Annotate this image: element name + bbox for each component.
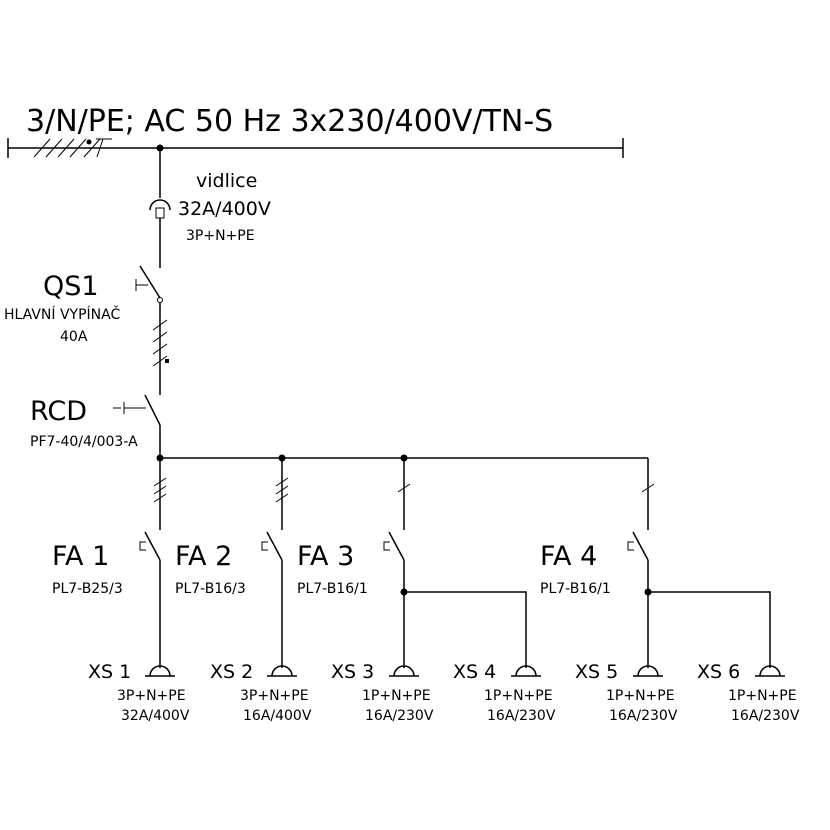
plug-name: vidlice	[196, 170, 257, 192]
breaker-fa1-symbol	[139, 531, 161, 668]
socket-xs4-rating: 16A/230V	[487, 708, 556, 724]
socket-xs1-symbol	[145, 665, 175, 677]
socket-xs2-designation: XS 2	[210, 661, 253, 683]
rcd-designation: RCD	[30, 396, 87, 427]
socket-xs6-poles: 1P+N+PE	[728, 688, 797, 704]
main-switch-rating: 40A	[60, 329, 88, 345]
breaker-fa3-designation: FA 3	[297, 541, 354, 572]
socket-xs6-symbol	[755, 665, 785, 677]
supply-label: 3/N/PE; AC 50 Hz 3x230/400V/TN-S	[26, 104, 553, 139]
socket-xs4-symbol	[511, 665, 541, 677]
feeder-4-line	[641, 458, 655, 530]
main-switch-designation: QS1	[43, 271, 99, 302]
socket-xs3-symbol	[389, 665, 419, 677]
socket-xs2-rating: 16A/400V	[243, 708, 312, 724]
breaker-fa4-symbol	[627, 531, 771, 668]
socket-xs3-rating: 16A/230V	[365, 708, 434, 724]
main-switch-symbol	[135, 260, 169, 395]
distribution-bus	[156, 454, 648, 462]
breaker-fa2-type: PL7-B16/3	[175, 581, 246, 597]
socket-xs1-designation: XS 1	[88, 661, 131, 683]
socket-xs2-poles: 3P+N+PE	[240, 688, 309, 704]
socket-xs6-rating: 16A/230V	[731, 708, 800, 724]
feeder-3-line	[397, 458, 411, 530]
rcd-type: PF7-40/4/003-A	[30, 434, 138, 450]
rcd-symbol	[113, 394, 161, 458]
socket-xs5-rating: 16A/230V	[609, 708, 678, 724]
breaker-fa1-designation: FA 1	[52, 541, 109, 572]
breaker-fa4-designation: FA 4	[540, 541, 597, 572]
socket-xs3-poles: 1P+N+PE	[362, 688, 431, 704]
socket-xs5-symbol	[633, 665, 663, 677]
supply-conductor-marks	[33, 138, 112, 158]
socket-xs1-poles: 3P+N+PE	[117, 688, 186, 704]
plug-rating: 32A/400V	[178, 198, 271, 220]
feeder-1-line	[153, 458, 167, 530]
supply-busbar	[7, 138, 624, 158]
socket-xs1-rating: 32A/400V	[121, 708, 190, 724]
socket-xs4-designation: XS 4	[453, 661, 496, 683]
main-switch-description: HLAVNÍ VYPÍNAČ	[4, 305, 120, 323]
breaker-fa1-type: PL7-B25/3	[52, 581, 123, 597]
breaker-fa3-type: PL7-B16/1	[297, 581, 368, 597]
socket-xs5-poles: 1P+N+PE	[606, 688, 675, 704]
breaker-fa2-designation: FA 2	[175, 541, 232, 572]
breaker-fa3-symbol	[383, 531, 527, 668]
breaker-fa2-symbol	[261, 531, 283, 668]
socket-xs6-designation: XS 6	[697, 661, 740, 683]
breaker-fa4-type: PL7-B16/1	[540, 581, 611, 597]
socket-xs2-symbol	[267, 665, 297, 677]
feeder-2-line	[275, 458, 289, 530]
plug-symbol	[149, 148, 171, 260]
plug-poles: 3P+N+PE	[186, 228, 255, 244]
socket-xs3-designation: XS 3	[331, 661, 374, 683]
socket-xs5-designation: XS 5	[575, 661, 618, 683]
socket-xs4-poles: 1P+N+PE	[484, 688, 553, 704]
